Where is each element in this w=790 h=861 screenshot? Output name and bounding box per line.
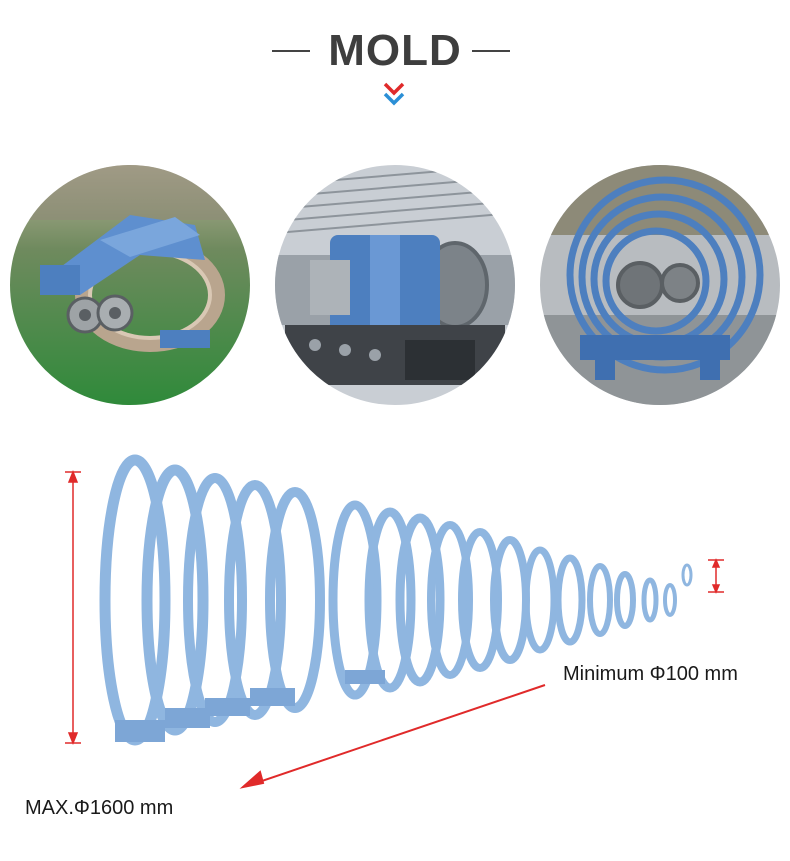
size-arrow xyxy=(239,684,546,789)
maximum-diameter-label: MAX.Φ1600 mm xyxy=(25,797,174,819)
max-diameter-marker xyxy=(65,469,81,746)
minimum-diameter-label: Minimum Φ100 mm xyxy=(563,663,738,685)
photo-clamp-mold xyxy=(10,165,250,405)
mold-size-range-diagram xyxy=(65,454,724,789)
min-diameter-marker xyxy=(708,558,724,594)
mold-rings xyxy=(99,454,693,746)
section-title: MOLD xyxy=(328,26,462,75)
photo-mold-on-pipe xyxy=(275,165,515,405)
title-rule-right xyxy=(472,50,510,52)
photo-mold-rings xyxy=(540,165,780,405)
section-header: MOLD xyxy=(0,20,790,120)
mold-base-blocks xyxy=(115,670,385,742)
title-rule-left xyxy=(272,50,310,52)
chevron-down-icon xyxy=(383,82,405,106)
